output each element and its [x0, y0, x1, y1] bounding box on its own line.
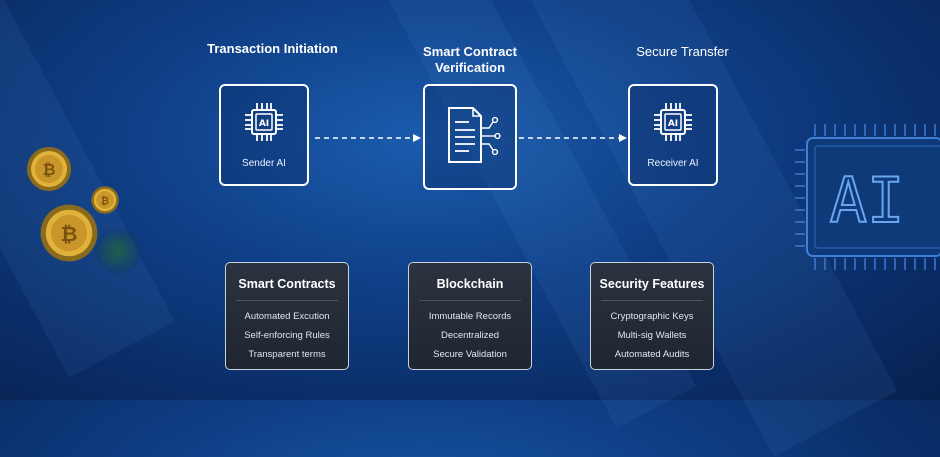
flow-arrow: [315, 134, 421, 142]
card-items: Immutable Records Decentralized Secure V…: [409, 307, 531, 364]
bitcoin-coin-icon: ₿: [27, 147, 71, 191]
stage-title-initiation: Transaction Initiation: [207, 41, 338, 56]
card-item: Transparent terms: [248, 349, 326, 360]
card-item: Automated Audits: [614, 349, 690, 360]
receiver-ai-label: Receiver AI: [647, 158, 699, 169]
card-item: Secure Validation: [433, 349, 507, 360]
ai-chip-icon: AI: [654, 103, 692, 141]
svg-text:AI: AI: [259, 119, 269, 129]
stage-title-transfer: Secure Transfer: [636, 44, 729, 59]
blockchain-card: Blockchain Immutable Records Decentraliz…: [408, 262, 532, 370]
ai-chip-icon: AI: [245, 103, 283, 141]
card-item: Automated Excution: [244, 311, 330, 322]
card-divider: [236, 300, 338, 301]
bitcoin-coin-icon: ₿: [91, 186, 119, 214]
card-title: Blockchain: [436, 277, 504, 291]
receiver-ai-node: AI Receiver AI: [628, 84, 718, 186]
card-item: Cryptographic Keys: [610, 311, 694, 322]
security-features-card: Security Features Cryptographic Keys Mul…: [590, 262, 714, 370]
card-item: Multi-sig Wallets: [617, 330, 687, 341]
contract-document-icon: [448, 107, 501, 163]
card-title: Security Features: [599, 277, 705, 291]
stage-title-verification: Smart Contract Verification: [423, 44, 517, 75]
smart-contracts-card: Smart Contracts Automated Excution Self-…: [225, 262, 349, 370]
chip-ai-text: AI: [830, 164, 905, 237]
ai-processor-chip-icon: AI: [795, 124, 940, 270]
smart-contract-node: [423, 84, 517, 190]
card-item: Self-enforcing Rules: [244, 330, 330, 341]
card-divider: [419, 300, 521, 301]
card-item: Decentralized: [440, 330, 500, 341]
card-items: Cryptographic Keys Multi-sig Wallets Aut…: [591, 307, 713, 364]
svg-text:₿: ₿: [42, 160, 55, 179]
card-item: Immutable Records: [428, 311, 512, 322]
sender-ai-label: Sender AI: [242, 158, 286, 169]
card-title: Smart Contracts: [238, 277, 336, 291]
bitcoin-coin-icon: ₿: [40, 204, 98, 262]
flow-arrow: [519, 134, 627, 142]
card-items: Automated Excution Self-enforcing Rules …: [226, 307, 348, 364]
glow-orb: [95, 228, 141, 274]
sender-ai-node: AI Sender AI: [219, 84, 309, 186]
svg-text:AI: AI: [668, 119, 678, 129]
svg-text:₿: ₿: [101, 195, 109, 207]
card-divider: [601, 300, 703, 301]
svg-text:₿: ₿: [61, 222, 78, 246]
